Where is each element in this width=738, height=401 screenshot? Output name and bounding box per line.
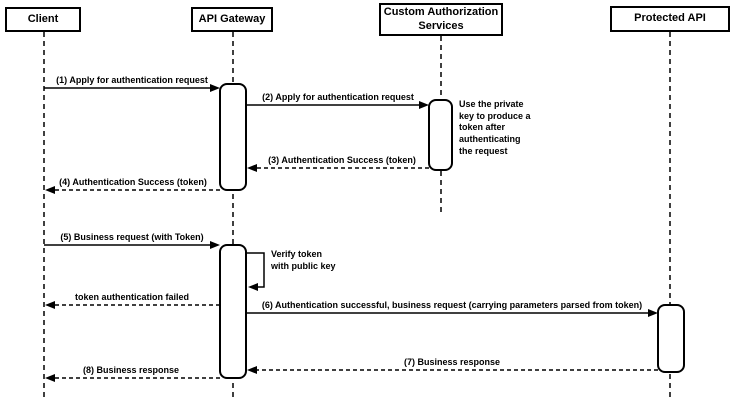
participant-custom-auth: Custom Authorization Services bbox=[379, 3, 503, 36]
message-6-arrowhead bbox=[648, 309, 658, 317]
self-message-label: Verify token with public key bbox=[271, 249, 336, 271]
message-8-arrowhead bbox=[45, 374, 55, 382]
message-5-arrowhead bbox=[210, 241, 220, 249]
message-auth-failed-arrowhead bbox=[45, 301, 55, 309]
participant-protected-api: Protected API bbox=[610, 6, 730, 32]
participant-api-gateway: API Gateway bbox=[191, 7, 273, 32]
self-message-line bbox=[246, 252, 265, 288]
note-private-key: Use the private key to produce a token a… bbox=[459, 99, 531, 156]
message-5-label: (5) Business request (with Token) bbox=[60, 232, 204, 242]
custom-auth-activation bbox=[428, 99, 453, 171]
message-1-label: (1) Apply for authentication request bbox=[56, 75, 208, 85]
message-7-label: (7) Business response bbox=[403, 357, 501, 367]
message-2-label: (2) Apply for authentication request bbox=[262, 92, 414, 102]
self-message-arrowhead bbox=[248, 283, 258, 291]
participant-client: Client bbox=[5, 7, 81, 32]
api-gateway-activation-1 bbox=[219, 83, 247, 191]
message-1-arrowhead bbox=[210, 84, 220, 92]
message-4-label: (4) Authentication Success (token) bbox=[59, 177, 207, 187]
message-3-arrowhead bbox=[247, 164, 257, 172]
api-gateway-activation-2 bbox=[219, 244, 247, 379]
message-3-label: (3) Authentication Success (token) bbox=[268, 155, 416, 165]
message-4-arrowhead bbox=[45, 186, 55, 194]
message-7-arrowhead bbox=[247, 366, 257, 374]
message-auth-failed-label: token authentication failed bbox=[74, 292, 190, 302]
message-6-label: (6) Authentication successful, business … bbox=[261, 300, 643, 310]
protected-api-activation bbox=[657, 304, 685, 373]
message-8-label: (8) Business response bbox=[82, 365, 180, 375]
message-2-arrowhead bbox=[419, 101, 429, 109]
